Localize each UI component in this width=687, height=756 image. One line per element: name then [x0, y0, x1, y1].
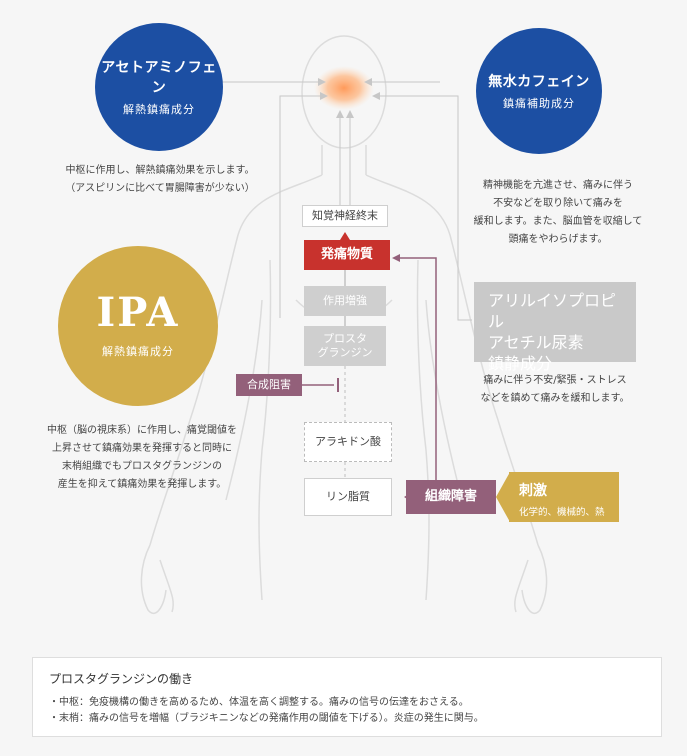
allyl-name-line: アセチル尿素 [488, 333, 584, 352]
prostaglandin-box: プロスタ グランジン [304, 326, 386, 366]
ipa-role: 解熱鎮痛成分 [102, 345, 174, 358]
caffeine-desc-line: 不安などを取り除いて痛みを [493, 198, 623, 209]
enhance-box: 作用増強 [304, 286, 386, 316]
acetaminophen-badge: アセトアミノフェン 解熱鎮痛成分 [95, 23, 223, 151]
prostaglandin-line: グランジン [317, 346, 373, 359]
note-line: ・中枢：免疫機構の働きを高めるため、体温を高く調整する。痛みの信号の伝達をおさえ… [49, 697, 469, 708]
ipa-desc-line: 末梢組織でもプロスタグランジンの [62, 461, 222, 472]
acetaminophen-name: アセトアミノフェン [101, 60, 217, 96]
acetaminophen-desc-line: 中枢に作用し、解熱鎮痛効果を示します。 [65, 165, 255, 176]
prostaglandin-note: プロスタグランジンの働き ・中枢：免疫機構の働きを高めるため、体温を高く調整する… [32, 657, 662, 737]
caffeine-desc: 精神機能を亢進させ、痛みに伴う 不安などを取り除いて痛みを 緩和します。また、脳… [458, 177, 658, 249]
note-line: ・末梢：痛みの信号を増幅（ブラジキニンなどの発痛作用の閾値を下げる）。炎症の発生… [49, 713, 484, 724]
arachidonic-box: アラキドン酸 [304, 422, 392, 462]
caffeine-desc-line: 頭痛をやわらげます。 [508, 234, 608, 245]
allyl-desc-line: などを鎮めて痛みを緩和します。 [480, 393, 630, 404]
mechanism-diagram: アセトアミノフェン 解熱鎮痛成分 中枢に作用し、解熱鎮痛効果を示します。 （アス… [28, 23, 658, 615]
note-title: プロスタグランジンの働き [49, 672, 194, 686]
caffeine-role: 鎮痛補助成分 [503, 97, 575, 110]
stimulus-title: 刺激 [519, 483, 547, 499]
stimulus-box: 刺激 化学的、機械的、熱 [509, 472, 619, 522]
allyl-desc-line: 痛みに伴う不安/緊張・ストレス [483, 375, 627, 386]
ipa-desc-line: 産生を抑えて鎮痛効果を発揮します。 [57, 479, 227, 490]
acetaminophen-desc: 中枢に作用し、解熱鎮痛効果を示します。 （アスピリンに比べて胃腸障害が少ない） [50, 162, 270, 198]
pain-substance-box: 発痛物質 [304, 240, 390, 270]
stimulus-sub: 化学的、機械的、熱 [519, 507, 605, 518]
allyl-desc: 痛みに伴う不安/緊張・ストレス などを鎮めて痛みを緩和します。 [455, 372, 655, 408]
nerve-ending-box: 知覚神経終末 [302, 205, 388, 227]
acetaminophen-desc-line: （アスピリンに比べて胃腸障害が少ない） [65, 183, 255, 194]
ipa-name: IPA [96, 289, 180, 336]
stimulus-arrow [496, 472, 510, 522]
prostaglandin-line: プロスタ [323, 332, 367, 345]
ipa-desc-line: 中枢（脳の視床系）に作用し、痛覚閾値を [47, 425, 237, 436]
acetaminophen-role: 解熱鎮痛成分 [123, 103, 195, 116]
allyl-name-line: アリルイソプロピル [488, 291, 617, 331]
tissue-damage-box: 組織障害 [406, 480, 496, 514]
ipa-desc-line: 上昇させて鎮痛効果を発揮すると同時に [52, 443, 232, 454]
ipa-badge: IPA 解熱鎮痛成分 [58, 246, 218, 406]
allyl-name-line: 鎮静成分 [488, 354, 553, 373]
allyl-box: アリルイソプロピル アセチル尿素 鎮静成分 [474, 282, 636, 373]
caffeine-badge: 無水カフェイン 鎮痛補助成分 [476, 28, 602, 154]
caffeine-desc-line: 精神機能を亢進させ、痛みに伴う [483, 180, 633, 191]
inhibition-tag: 合成阻害 [236, 374, 302, 396]
ipa-desc: 中枢（脳の視床系）に作用し、痛覚閾値を 上昇させて鎮痛効果を発揮すると同時に 末… [28, 422, 256, 494]
phospholipid-box: リン脂質 [304, 478, 392, 516]
caffeine-name: 無水カフェイン [488, 74, 590, 90]
caffeine-desc-line: 緩和します。また、脳血管を収縮して [473, 216, 643, 227]
